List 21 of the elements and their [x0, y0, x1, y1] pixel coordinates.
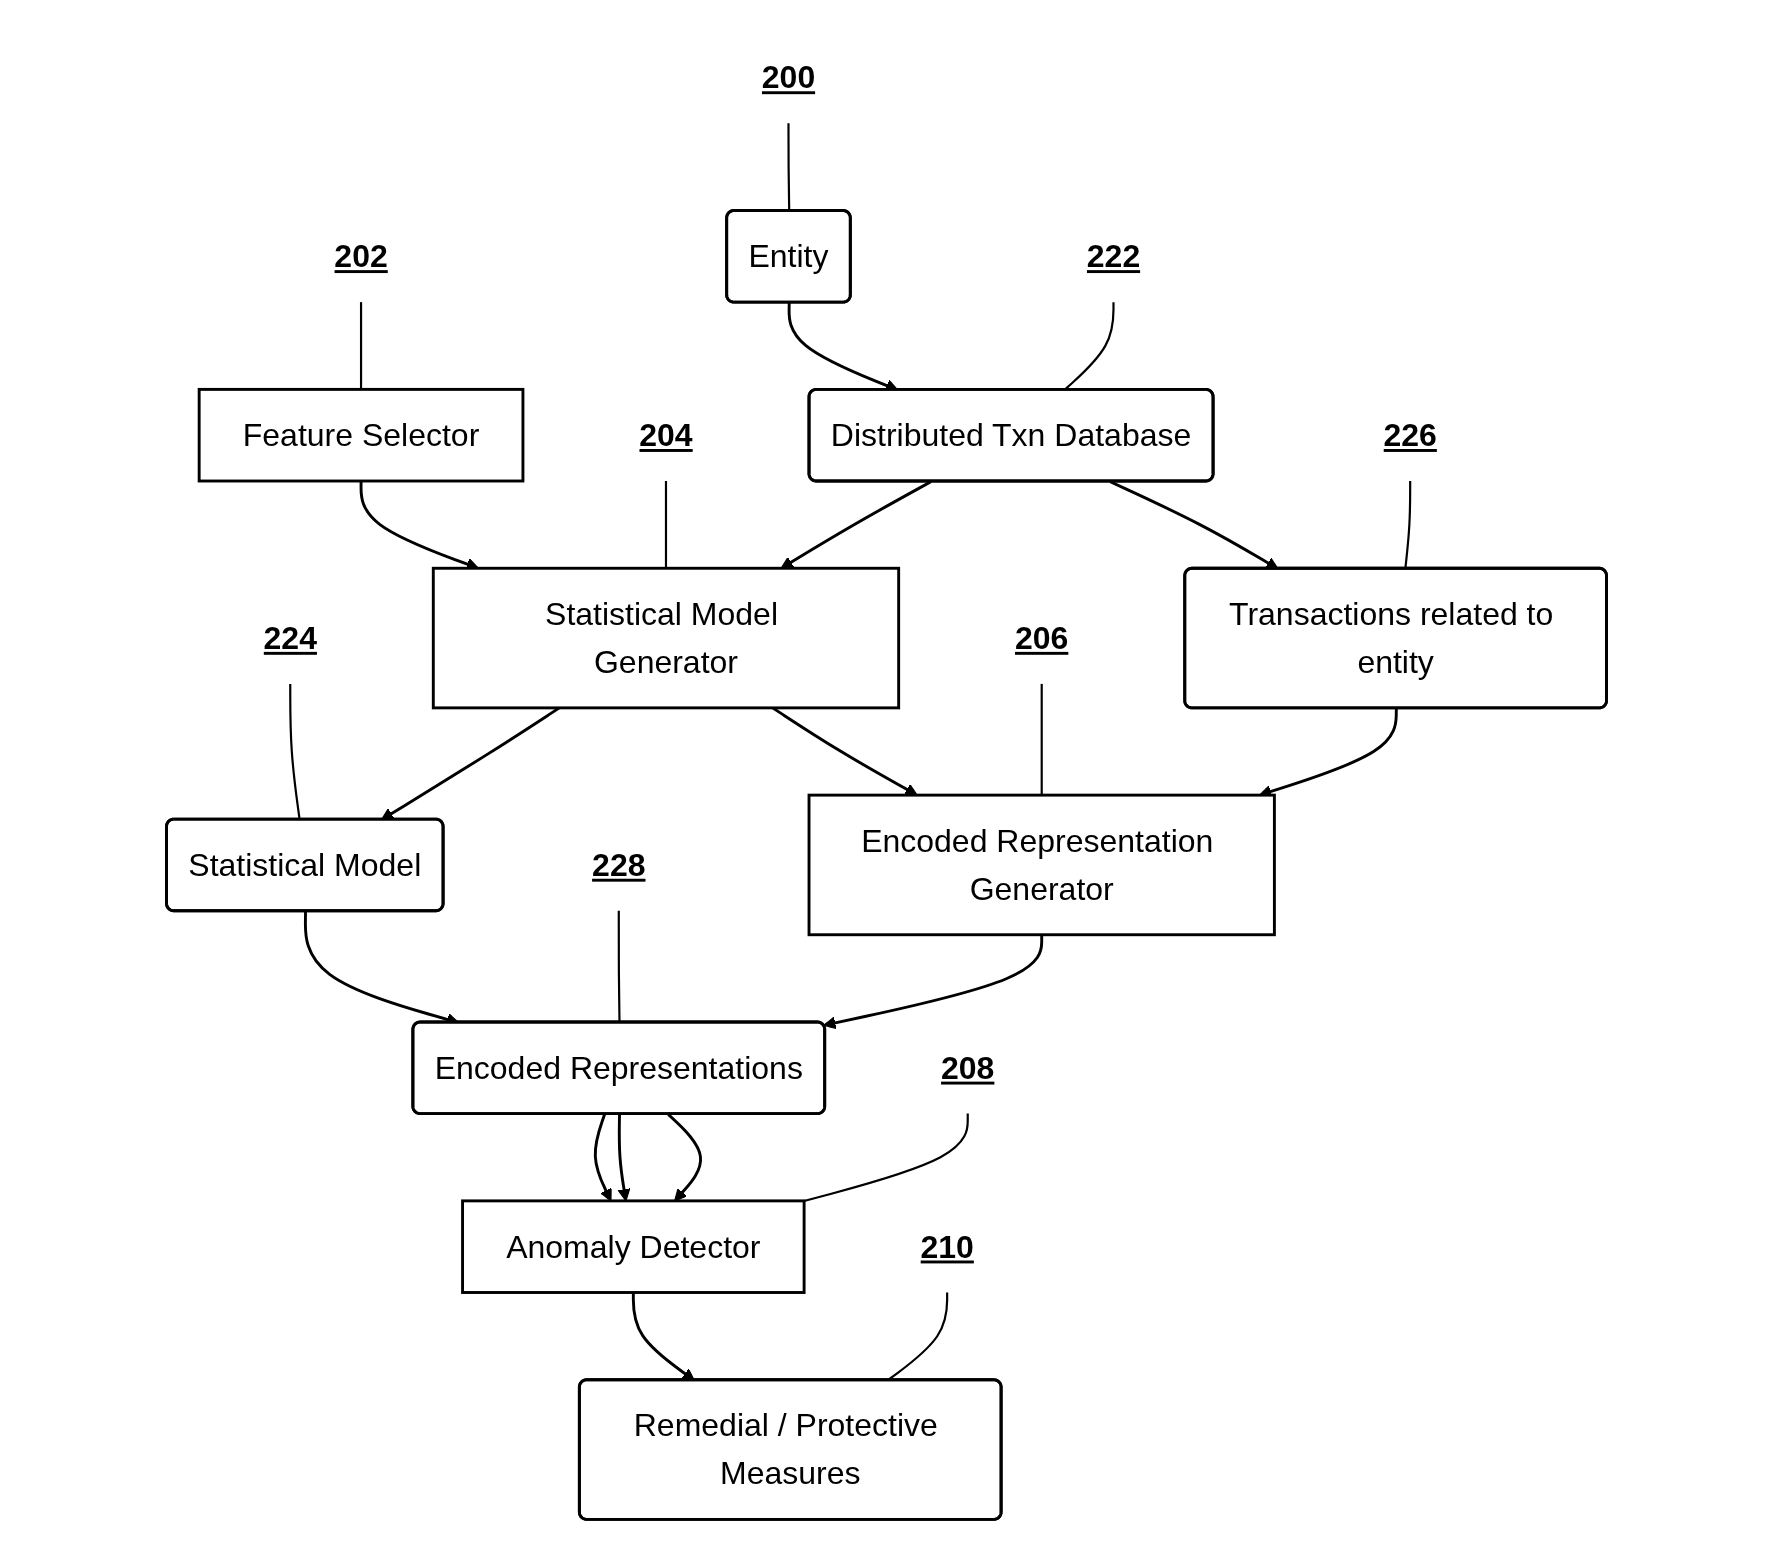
- node-text: 206: [1015, 619, 1069, 657]
- connector: [664, 481, 668, 569]
- connector: [1040, 683, 1043, 796]
- connector: [289, 683, 301, 820]
- node-box: Feature Selector: [197, 387, 525, 483]
- node-box: Statistical Model Generator: [431, 566, 901, 710]
- node-text: 208: [941, 1049, 995, 1086]
- node-text: 210: [920, 1228, 974, 1265]
- node-box: Encoded Representation Generator: [807, 793, 1276, 937]
- node-text: 228: [592, 846, 646, 884]
- arrow: [823, 934, 1044, 1030]
- connector: [359, 302, 363, 390]
- node-text: 222: [1086, 238, 1141, 275]
- connector: [617, 910, 621, 1023]
- node-text: 204: [639, 417, 693, 454]
- node-text: 200: [761, 59, 816, 96]
- node-text: 226: [1383, 417, 1437, 454]
- node-text: 202: [334, 238, 388, 275]
- node-box: Anomaly Detector: [461, 1199, 806, 1294]
- connector: [803, 1113, 969, 1203]
- node-text: 224: [263, 619, 317, 657]
